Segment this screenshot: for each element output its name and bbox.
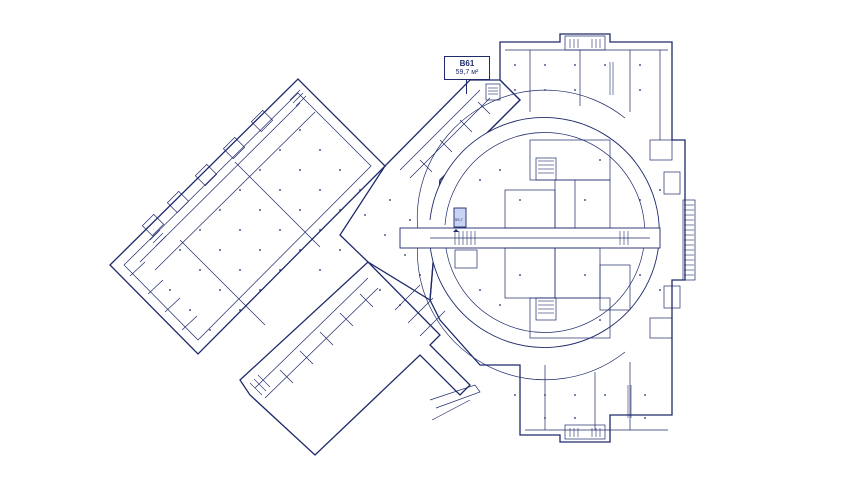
callout-pointer — [466, 80, 467, 94]
unit-area: 59,7 м² — [455, 69, 479, 76]
unit-b61[interactable]: 59,7 — [453, 207, 467, 232]
unit-code: B61 — [459, 59, 475, 68]
left-wing — [109, 78, 386, 355]
unit-b61-marker-icon — [453, 229, 459, 232]
unit-b61-shape[interactable] — [453, 207, 467, 228]
main-building — [399, 33, 696, 443]
unit-b61-tag: 59,7 — [455, 217, 464, 222]
unit-callout[interactable]: B61 59,7 м² — [444, 56, 490, 80]
lower-left-wing — [239, 261, 481, 456]
